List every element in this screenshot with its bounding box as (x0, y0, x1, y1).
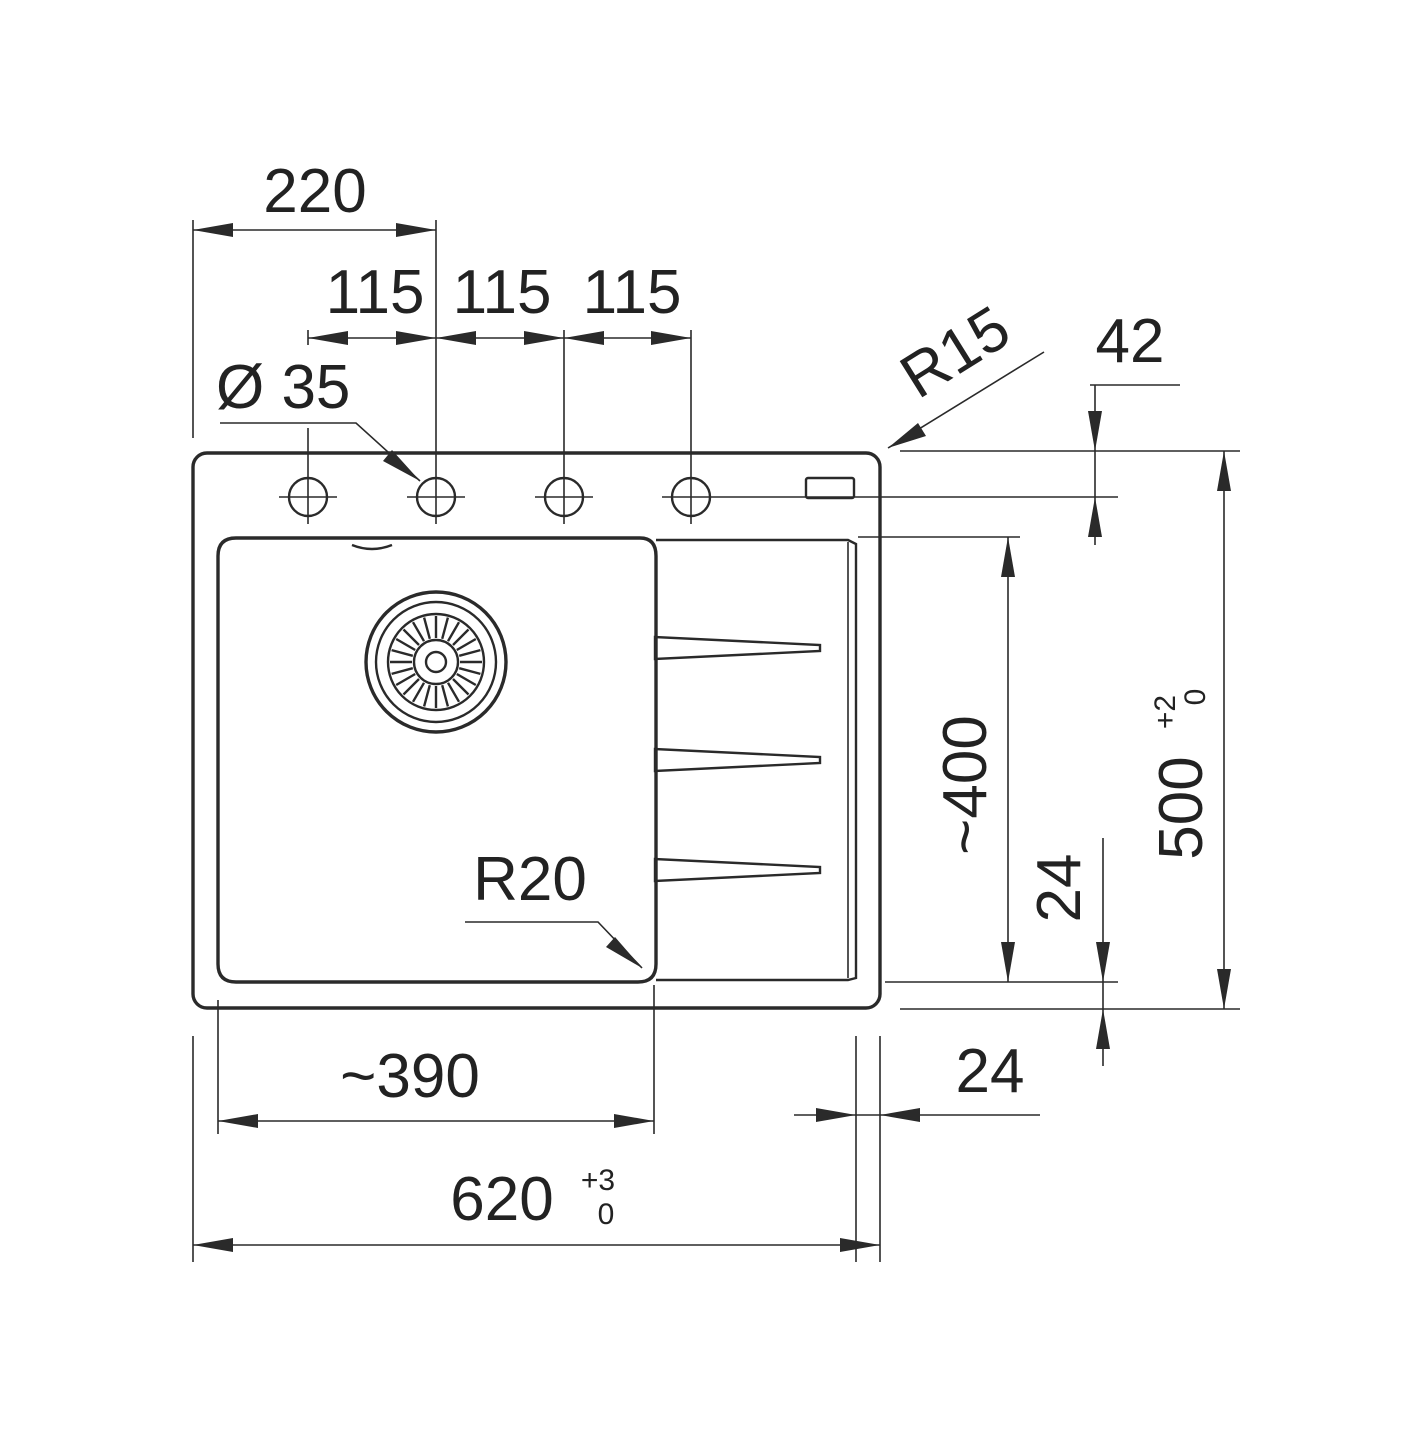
dim-label: 24 (956, 1037, 1025, 1106)
dim-hole-spacing: 115 115 115 (308, 258, 691, 345)
dim-label: R15 (889, 293, 1022, 412)
strainer-spoke (456, 672, 477, 687)
dim-edge-to-holes: 42 (1088, 307, 1180, 545)
drainer-ribs (653, 635, 822, 883)
strainer-spoke (452, 678, 470, 696)
strainer-spoke (395, 637, 416, 652)
dim-label: 620 (450, 1165, 553, 1234)
dim-overall-depth: 500 +2 0 (1147, 451, 1231, 1009)
strainer-spoke (441, 684, 450, 707)
strainer-spoke (395, 672, 416, 687)
tap-hole (407, 470, 465, 524)
sink-bowl (216, 536, 658, 984)
dim-tolerance-upper: +2 (1149, 695, 1182, 729)
dim-label: 42 (1096, 307, 1165, 376)
drainer-rib (653, 635, 822, 661)
strainer-spoke (452, 628, 470, 646)
strainer-spoke (411, 621, 426, 642)
dim-outer-radius: R15 (887, 293, 1045, 449)
dim-label: 500 (1147, 756, 1216, 859)
dim-label: ~390 (340, 1042, 480, 1111)
dim-label: 115 (583, 258, 682, 327)
drainer-area (656, 538, 858, 982)
sink-body (191, 451, 882, 1010)
overflow-button (804, 476, 856, 500)
dim-hole-diameter: Ø 35 (216, 353, 421, 482)
dim-label: ~400 (931, 715, 1000, 855)
drainer-rib (653, 747, 822, 773)
dim-side-margin: 24 (794, 1037, 1040, 1122)
dim-overall-width: 620 +3 0 (193, 1164, 880, 1252)
strainer-spoke (422, 617, 431, 640)
dim-label: R20 (473, 845, 587, 914)
extension-lines (192, 220, 1240, 1262)
dim-tolerance-lower: 0 (598, 1198, 615, 1231)
drain-strainer (364, 590, 508, 734)
dim-tolerance-lower: 0 (1179, 689, 1212, 706)
dim-label: 115 (453, 258, 552, 327)
tap-hole (662, 470, 720, 524)
strainer-spoke (458, 667, 481, 676)
overflow-slot (351, 543, 393, 551)
tap-hole (279, 428, 337, 524)
sink-outer-rim (191, 451, 882, 1010)
dim-hole-offset: 220 (193, 157, 436, 237)
tap-holes (279, 428, 720, 524)
strainer-spoke (402, 628, 420, 646)
strainer-spoke (391, 648, 414, 657)
strainer-spoke (402, 678, 420, 696)
strainer-spoke (411, 682, 426, 703)
dim-bowl-radius: R20 (465, 845, 643, 969)
dim-label: 115 (326, 258, 425, 327)
dim-bowl-depth: ~400 (931, 537, 1015, 982)
dim-label: Ø 35 (216, 353, 350, 422)
strainer-spoke (422, 684, 431, 707)
dim-tolerance-upper: +3 (581, 1164, 615, 1197)
dim-bowl-bottom-margin: 24 (1025, 838, 1110, 1066)
strainer-spoke (456, 637, 477, 652)
strainer-spoke (458, 648, 481, 657)
strainer-spoke (391, 667, 414, 676)
strainer-spoke (446, 682, 461, 703)
tap-hole (535, 470, 593, 524)
dim-label: 24 (1025, 854, 1094, 923)
dim-label: 220 (263, 157, 366, 226)
dim-bowl-width: ~390 (218, 1042, 654, 1128)
strainer-spoke (441, 617, 450, 640)
drainer-rib (653, 857, 822, 883)
strainer-spoke (446, 621, 461, 642)
